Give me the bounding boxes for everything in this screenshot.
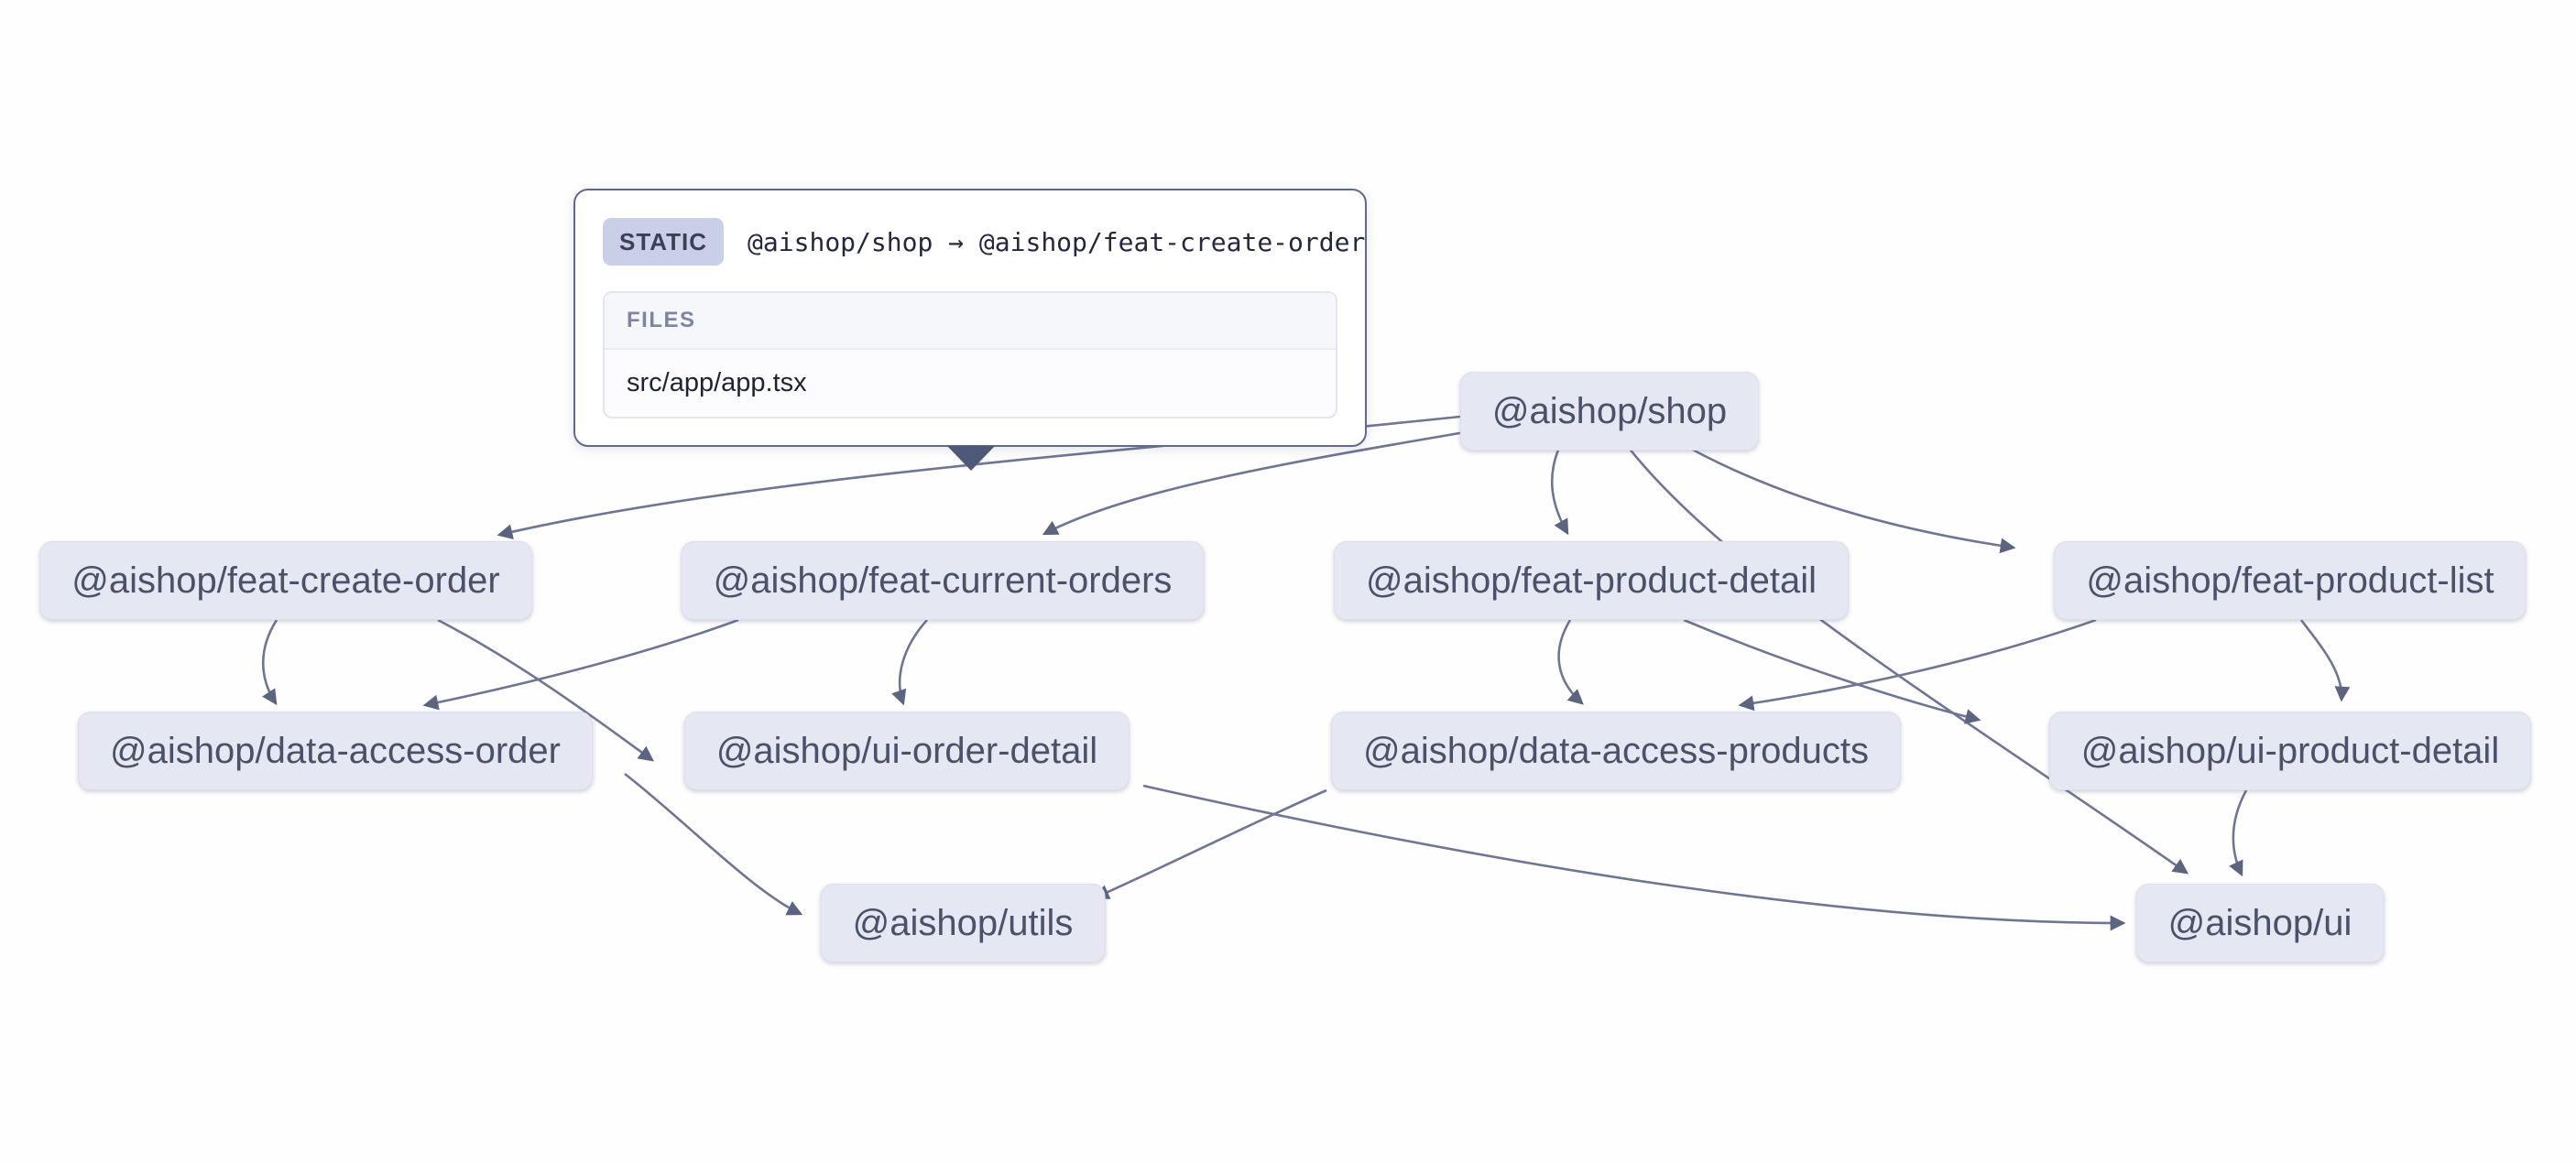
edge-tooltip-title: @aishop/shop → @aishop/feat-create-order (748, 226, 1366, 257)
graph-node-ui[interactable]: @aishop/ui (2135, 884, 2385, 962)
edge-files-panel: FILES src/app/app.tsx (603, 291, 1337, 418)
graph-node-data-access-products[interactable]: @aishop/data-access-products (1331, 712, 1901, 790)
edge-shop-to-feat-product-detail[interactable] (1550, 447, 1569, 536)
graph-node-feat-product-detail[interactable]: @aishop/feat-product-detail (1334, 541, 1849, 620)
edge-feat-create-order-to-ui-order-detail[interactable] (437, 618, 655, 762)
edge-feat-create-order-to-data-access-order[interactable] (262, 619, 278, 706)
edge-ui-product-detail-to-ui[interactable] (2229, 789, 2248, 877)
edge-file-item: src/app/app.tsx (627, 368, 807, 397)
edge-feat-current-orders-to-data-access-order[interactable] (422, 618, 739, 711)
graph-node-data-access-order[interactable]: @aishop/data-access-order (78, 712, 593, 790)
edge-tooltip-pointer-icon (947, 446, 995, 471)
graph-node-shop[interactable]: @aishop/shop (1459, 372, 1760, 451)
graph-node-ui-product-detail[interactable]: @aishop/ui-product-detail (2048, 712, 2532, 790)
edge-shop-to-feat-product-list[interactable] (1686, 445, 2016, 554)
edge-feat-product-list-to-data-access-products[interactable] (1738, 618, 2097, 712)
edge-data-access-products-to-utils[interactable] (1093, 788, 1327, 899)
edge-shop-to-ui[interactable] (1627, 447, 2189, 875)
edge-type-badge: STATIC (603, 218, 725, 266)
edge-files-header: FILES (605, 293, 1336, 350)
edge-data-access-order-to-utils[interactable] (624, 772, 803, 916)
edge-feat-current-orders-to-ui-order-detail[interactable] (891, 619, 928, 706)
edge-feat-product-detail-to-ui-product-detail[interactable] (1683, 618, 1981, 724)
graph-node-feat-product-list[interactable]: @aishop/feat-product-list (2054, 541, 2527, 620)
graph-node-ui-order-detail[interactable]: @aishop/ui-order-detail (683, 712, 1130, 790)
edge-feat-product-detail-to-data-access-products[interactable] (1557, 619, 1584, 705)
graph-node-feat-current-orders[interactable]: @aishop/feat-current-orders (681, 541, 1205, 620)
edge-shop-to-feat-current-orders[interactable] (1042, 427, 1487, 536)
graph-node-utils[interactable]: @aishop/utils (820, 884, 1106, 962)
edge-tooltip: STATIC @aishop/shop → @aishop/feat-creat… (573, 189, 1367, 447)
edge-feat-product-list-to-ui-product-detail[interactable] (2299, 619, 2351, 702)
edge-ui-order-detail-to-ui[interactable] (1142, 784, 2126, 931)
graph-node-feat-create-order[interactable]: @aishop/feat-create-order (39, 541, 532, 620)
